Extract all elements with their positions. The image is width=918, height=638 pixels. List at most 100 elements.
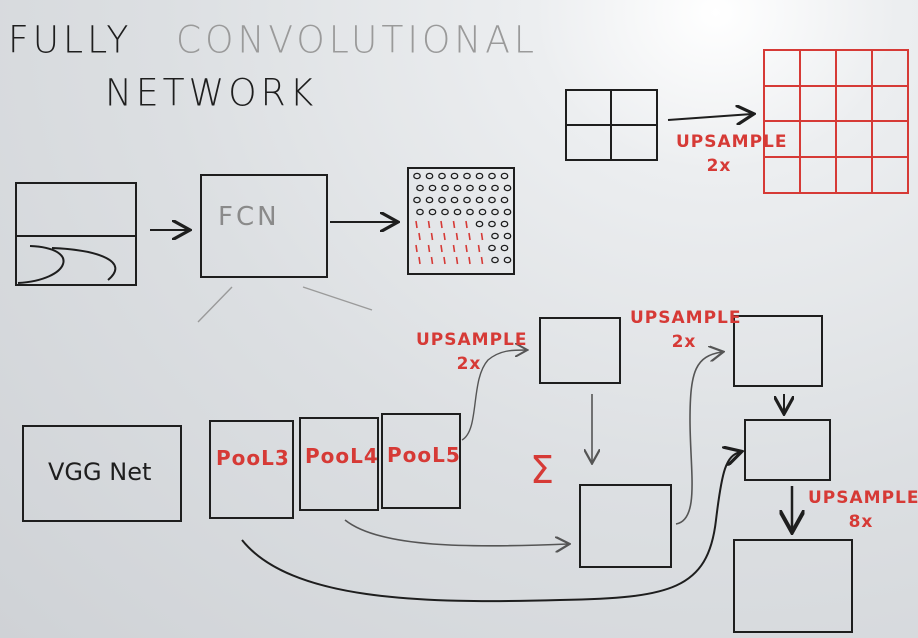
output-pixel-mark	[478, 208, 487, 216]
output-pixel-mark	[450, 172, 459, 180]
fcn-label: FCN	[218, 202, 280, 232]
output-pixel-mark	[480, 256, 484, 265]
faint-line	[302, 286, 373, 311]
output-pixel-mark	[468, 232, 471, 241]
output-pixel-mark	[465, 244, 468, 253]
output-pixel-mark	[416, 184, 424, 192]
output-pixel-mark	[418, 256, 421, 265]
arrow-sum1-to-upsample	[675, 352, 722, 525]
output-pixel-mark	[438, 196, 446, 204]
final-output-box	[733, 539, 853, 633]
upsample-step-1-factor: 2x	[456, 354, 482, 374]
output-pixel-mark	[500, 172, 509, 180]
arrow-upsample-demo	[667, 114, 752, 120]
output-pixel-mark	[428, 208, 437, 216]
upsample-step-2-label: UPSAMPLE 2x	[630, 306, 742, 354]
output-pixel-mark	[443, 256, 446, 265]
pool3-box	[209, 420, 294, 519]
large-grid-4x4	[763, 49, 909, 194]
output-pixel-mark	[475, 196, 484, 204]
output-pixel-mark	[466, 184, 474, 192]
output-pixel-mark	[466, 208, 474, 216]
upsampled-pool5-box	[539, 317, 621, 384]
output-pixel-mark	[488, 244, 496, 252]
output-pixel-mark	[500, 220, 509, 228]
upsample-demo-label: UPSAMPLE 2x	[676, 130, 788, 178]
segmentation-output-pixels	[413, 172, 512, 265]
upsample-step-3-factor: 8x	[848, 512, 874, 532]
output-pixel-mark	[503, 208, 512, 216]
upsample-demo-text: UPSAMPLE	[676, 132, 788, 152]
output-pixel-mark	[415, 220, 418, 229]
upsample-step-3-label: UPSAMPLE 8x	[808, 486, 918, 534]
output-pixel-mark	[475, 172, 484, 180]
sum-pool3-box	[744, 419, 831, 481]
output-pixel-mark	[463, 172, 471, 180]
pool3-label: PooL3	[216, 446, 290, 470]
output-pixel-mark	[488, 172, 496, 180]
output-pixel-mark	[418, 232, 421, 241]
output-pixel-mark	[440, 220, 443, 229]
output-pixel-mark	[427, 220, 431, 229]
output-pixel-mark	[468, 256, 471, 265]
pool5-label: PooL5	[387, 443, 461, 467]
output-pixel-mark	[477, 244, 481, 253]
pool5-box	[381, 413, 461, 509]
output-pixel-mark	[430, 256, 434, 265]
output-pixel-mark	[455, 232, 459, 241]
output-pixel-mark	[488, 196, 496, 204]
output-pixel-mark	[463, 196, 471, 204]
arrow-pool5-to-upsample	[461, 350, 526, 441]
title-word-fully: FULLY	[8, 18, 133, 63]
upsample-step-1-text: UPSAMPLE	[416, 330, 528, 350]
output-pixel-mark	[453, 184, 462, 192]
pool4-box	[299, 417, 379, 511]
output-pixel-mark	[430, 232, 434, 241]
output-pixel-mark	[491, 208, 499, 216]
output-pixel-mark	[452, 220, 456, 229]
output-pixel-mark	[416, 208, 424, 216]
upsample-step-1-label: UPSAMPLE 2x	[416, 328, 528, 376]
output-pixel-mark	[438, 172, 446, 180]
arrow-pool3-to-sum2	[241, 452, 740, 603]
output-pixel-mark	[480, 232, 484, 241]
output-pixel-mark	[478, 184, 487, 192]
vgg-net-label: VGG Net	[48, 458, 152, 486]
title-word-convolutional: CONVOLUTIONAL	[176, 18, 538, 63]
output-pixel-mark	[440, 244, 443, 253]
small-grid-2x2	[565, 89, 658, 161]
output-pixel-mark	[413, 172, 421, 180]
output-pixel-mark	[453, 208, 462, 216]
output-pixel-mark	[428, 184, 437, 192]
output-pixel-mark	[503, 256, 512, 264]
output-pixel-mark	[488, 220, 496, 228]
output-pixel-mark	[441, 184, 449, 192]
output-pixel-mark	[452, 244, 456, 253]
output-pixel-mark	[475, 220, 484, 228]
output-pixel-mark	[491, 232, 499, 240]
output-pixel-mark	[441, 208, 449, 216]
sum-symbol: Σ	[530, 448, 555, 492]
upsample-step-3-text: UPSAMPLE	[808, 488, 918, 508]
arrow-pool4-to-sum1	[344, 519, 568, 546]
output-pixel-mark	[415, 244, 418, 253]
input-image-box	[15, 182, 137, 286]
output-pixel-mark	[425, 172, 434, 180]
vgg-net-box	[22, 425, 182, 522]
output-pixel-mark	[491, 256, 499, 264]
output-pixel-mark	[413, 196, 421, 204]
output-pixel-mark	[443, 232, 446, 241]
faint-line	[197, 286, 233, 323]
output-pixel-mark	[503, 232, 512, 240]
pool4-label: PooL4	[305, 444, 379, 468]
upsample-step-2-factor: 2x	[671, 332, 697, 352]
output-pixel-mark	[427, 244, 431, 253]
output-pixel-mark	[455, 256, 459, 265]
output-pixel-mark	[503, 184, 512, 192]
output-pixel-mark	[500, 244, 509, 252]
upsample-step-2-text: UPSAMPLE	[630, 308, 742, 328]
upsampled-sum-box	[733, 315, 823, 387]
upsample-demo-factor: 2x	[706, 156, 732, 176]
output-pixel-mark	[450, 196, 459, 204]
